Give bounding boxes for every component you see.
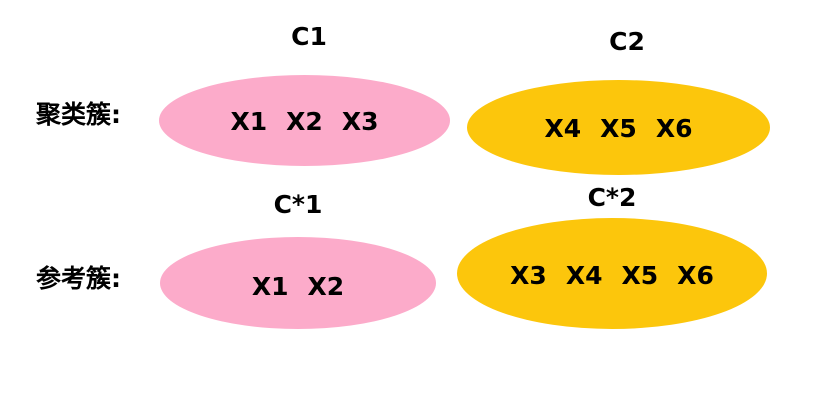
cluster-name-cs2: C*2	[587, 183, 637, 212]
member-item: X2	[286, 106, 323, 136]
member-item: X4	[544, 113, 582, 143]
cluster-members-c1: X1 X2 X3	[230, 107, 378, 137]
member-item: X5	[600, 113, 637, 143]
cluster-members-cs1: X1 X2	[252, 272, 344, 302]
member-item: X4	[565, 260, 603, 290]
cluster-ellipse-cs2: X3 X4 X5 X6	[457, 218, 767, 329]
row-label-clustering: 聚类簇:	[36, 100, 121, 129]
member-item: X2	[307, 272, 345, 301]
cluster-name-c2: C2	[609, 27, 645, 56]
cluster-members-c2: X4 X5 X6	[544, 114, 692, 144]
cluster-members-cs2: X3 X4 X5 X6	[510, 261, 714, 291]
member-item: X1	[251, 272, 289, 301]
cluster-name-cs1: C*1	[273, 190, 323, 219]
cluster-ellipse-cs1: X1 X2	[160, 237, 436, 329]
row-label-reference: 参考簇:	[36, 264, 121, 293]
member-item: X5	[621, 260, 659, 290]
member-item: X3	[510, 260, 547, 290]
member-item: X3	[341, 106, 379, 136]
member-item: X6	[655, 113, 693, 143]
cluster-ellipse-c2: X4 X5 X6	[467, 80, 770, 175]
member-item: X6	[677, 260, 714, 290]
cluster-ellipse-c1: X1 X2 X3	[159, 75, 450, 166]
member-item: X1	[230, 106, 268, 136]
cluster-name-c1: C1	[291, 22, 327, 51]
